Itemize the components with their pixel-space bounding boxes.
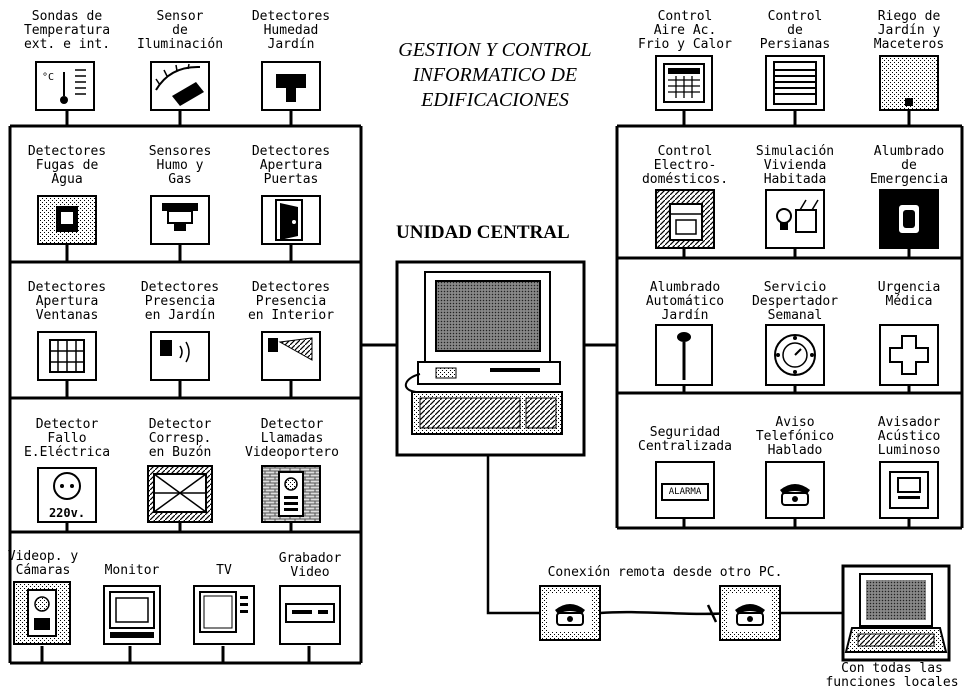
interior-presence-detector-icon — [262, 332, 320, 380]
label-phone-alert: Aviso Telefónico Hablado — [735, 416, 855, 458]
label-window-opening-detectors: Detectores Apertura Ventanas — [2, 281, 132, 323]
label-tv: TV — [184, 564, 264, 578]
humidity-detector-icon — [262, 62, 320, 110]
label-medical-emergency: Urgencia Médica — [850, 281, 968, 309]
phone-alert-icon — [766, 462, 824, 518]
alarm-panel-label: ALARMA — [662, 486, 708, 498]
appliance-control-icon — [656, 190, 714, 248]
label-monitor: Monitor — [90, 564, 174, 578]
diagram-title: GESTION Y CONTROL INFORMATICO DE EDIFICA… — [375, 38, 615, 113]
light-sensor-icon — [151, 62, 209, 110]
left-bus-lines — [10, 110, 397, 663]
door-opening-detector-icon — [262, 196, 320, 244]
air-conditioning-control-icon — [656, 56, 712, 110]
garden-irrigation-icon — [880, 56, 938, 110]
acoustic-luminous-alarm-icon — [880, 462, 938, 518]
video-recorder-icon — [280, 586, 340, 644]
label-emergency-lighting: Alumbrado de Emergencia — [850, 145, 968, 187]
label-garden-lighting: Alumbrado Automático Jardín — [620, 281, 750, 323]
svg-text:°C: °C — [42, 72, 54, 83]
emergency-lighting-icon — [880, 190, 938, 248]
water-leak-detector-icon — [38, 196, 96, 244]
label-door-opening-detectors: Detectores Apertura Puertas — [226, 145, 356, 187]
mailbox-detector-icon — [148, 466, 212, 522]
blinds-control-icon — [766, 56, 824, 110]
label-interior-presence-detectors: Detectores Presencia en Interior — [226, 281, 356, 323]
thermometer-icon: °C — [36, 62, 94, 110]
remote-phone-2-icon — [720, 586, 780, 640]
central-unit-heading: UNIDAD CENTRAL — [396, 222, 586, 244]
label-videodoorbell-detector: Detector Llamadas Videoportero — [226, 418, 358, 460]
tv-icon — [194, 586, 254, 644]
garden-presence-detector-icon — [151, 332, 209, 380]
label-occupancy-simulation: Simulación Vivienda Habitada — [735, 145, 855, 187]
central-computer-icon — [397, 262, 584, 455]
medical-emergency-icon — [880, 325, 938, 385]
label-water-leak-detectors: Detectores Fugas de Agua — [2, 145, 132, 187]
videophone-camera-icon — [14, 582, 70, 644]
video-doorbell-detector-icon — [262, 466, 320, 522]
label-wakeup-service: Servicio Despertador Semanal — [735, 281, 855, 323]
garden-lighting-icon — [656, 325, 712, 385]
label-blinds-control: Control de Persianas — [740, 10, 850, 52]
socket-voltage-label: 220v. — [38, 506, 96, 520]
label-acoustic-luminous-alarm: Avisador Acústico Luminoso — [850, 416, 968, 458]
label-videophone-cameras: Videop. y Cámaras — [0, 550, 86, 578]
monitor-icon — [104, 586, 160, 644]
alarm-clock-icon — [766, 325, 824, 385]
label-video-recorder: Grabador Video — [268, 552, 352, 580]
label-air-conditioning-control: Control Aire Ac. Frio y Calor — [622, 10, 748, 52]
label-power-failure-detector: Detector Fallo E.Eléctrica — [2, 418, 132, 460]
occupancy-simulation-icon — [766, 190, 824, 248]
window-opening-detector-icon — [38, 332, 96, 380]
label-appliance-control: Control Electro- domésticos. — [620, 145, 750, 187]
remote-connection-label: Conexión remota desde otro PC. — [500, 566, 830, 580]
remote-laptop-icon — [843, 566, 949, 660]
label-garden-irrigation: Riego de Jardín y Maceteros — [850, 10, 968, 52]
laptop-caption: Con todas las funciones locales — [812, 662, 972, 690]
label-humidity-detectors: Detectores Humedad Jardín — [226, 10, 356, 52]
remote-phone-1-icon — [540, 586, 600, 640]
smoke-gas-sensor-icon — [151, 196, 209, 244]
label-central-security: Seguridad Centralizada — [620, 426, 750, 454]
label-temperature-probes: Sondas de Temperatura ext. e int. — [2, 10, 132, 52]
